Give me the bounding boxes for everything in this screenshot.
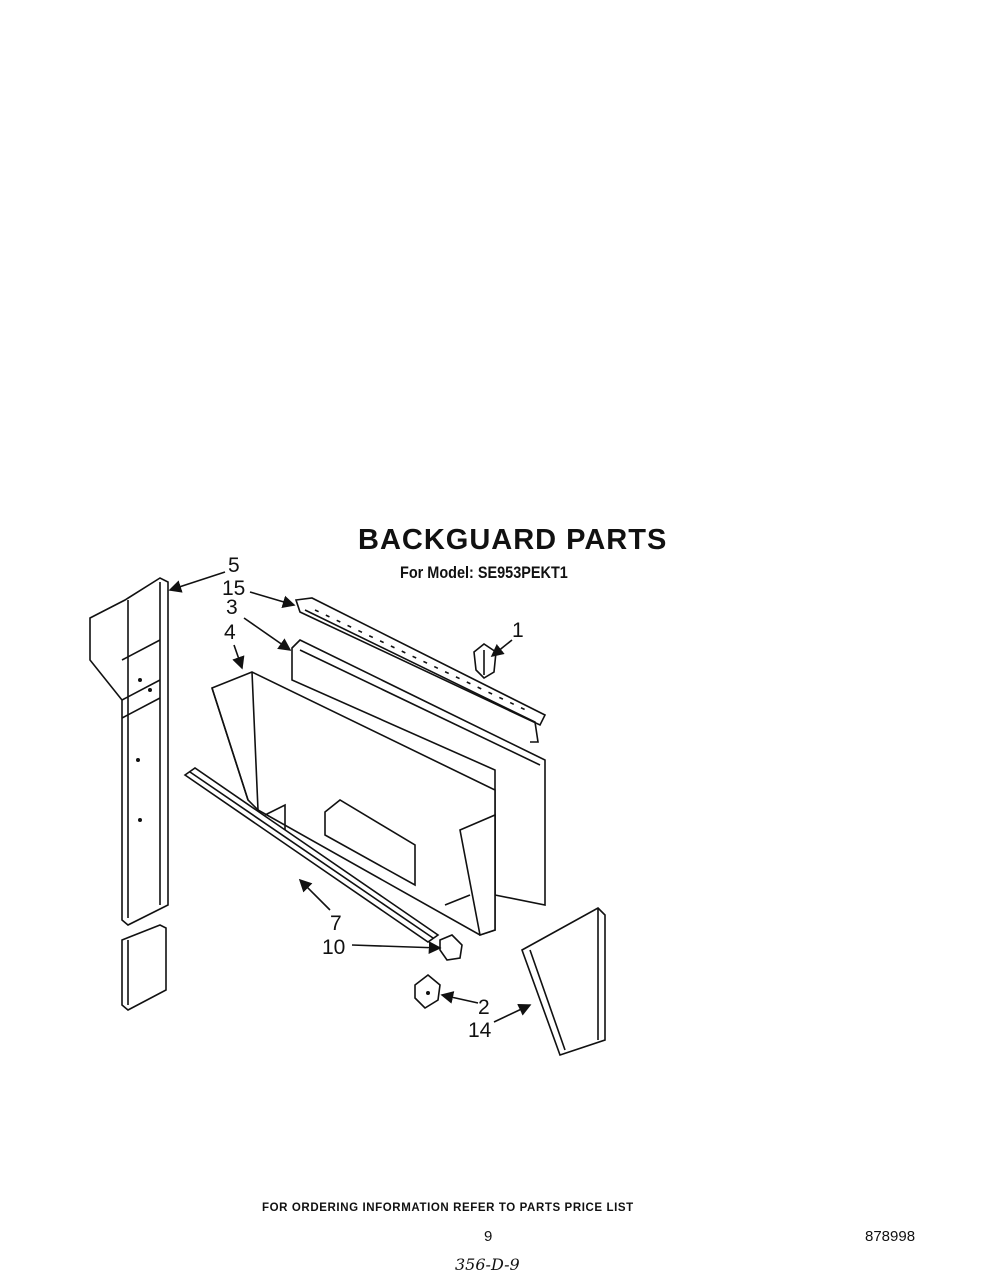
callout-5: 5: [228, 554, 240, 577]
callout-15: 15: [222, 577, 245, 600]
callout-1: 1: [512, 619, 524, 642]
handwritten-note: 356-D-9: [455, 1255, 520, 1274]
callout-2: 2: [478, 996, 490, 1019]
part-5-side-trim: [89, 577, 169, 1011]
page-title: BACKGUARD PARTS: [358, 524, 668, 556]
page-number: 9: [484, 1228, 493, 1245]
part-7-fluorescent-tube: [183, 767, 440, 943]
ordering-note: FOR ORDERING INFORMATION REFER TO PARTS …: [262, 1202, 634, 1214]
part-1-clip: [473, 643, 497, 680]
part-4-backguard-housing: [211, 671, 496, 937]
part-15-trim-strip: [294, 597, 547, 743]
part-3-back-panel: [291, 639, 546, 906]
part-10-lamp-holder: [439, 934, 463, 961]
callout-leaders: [168, 571, 532, 1023]
callout-10: 10: [322, 936, 345, 959]
model-subtitle: For Model: SE953PEKT1: [400, 563, 568, 582]
part-2-bracket: [414, 973, 441, 1010]
part-14-end-cap: [521, 907, 606, 1057]
callout-4: 4: [224, 621, 236, 644]
document-number: 878998: [865, 1228, 916, 1245]
callout-7: 7: [330, 912, 342, 935]
callout-3: 3: [226, 596, 238, 619]
callout-14: 14: [468, 1019, 492, 1042]
